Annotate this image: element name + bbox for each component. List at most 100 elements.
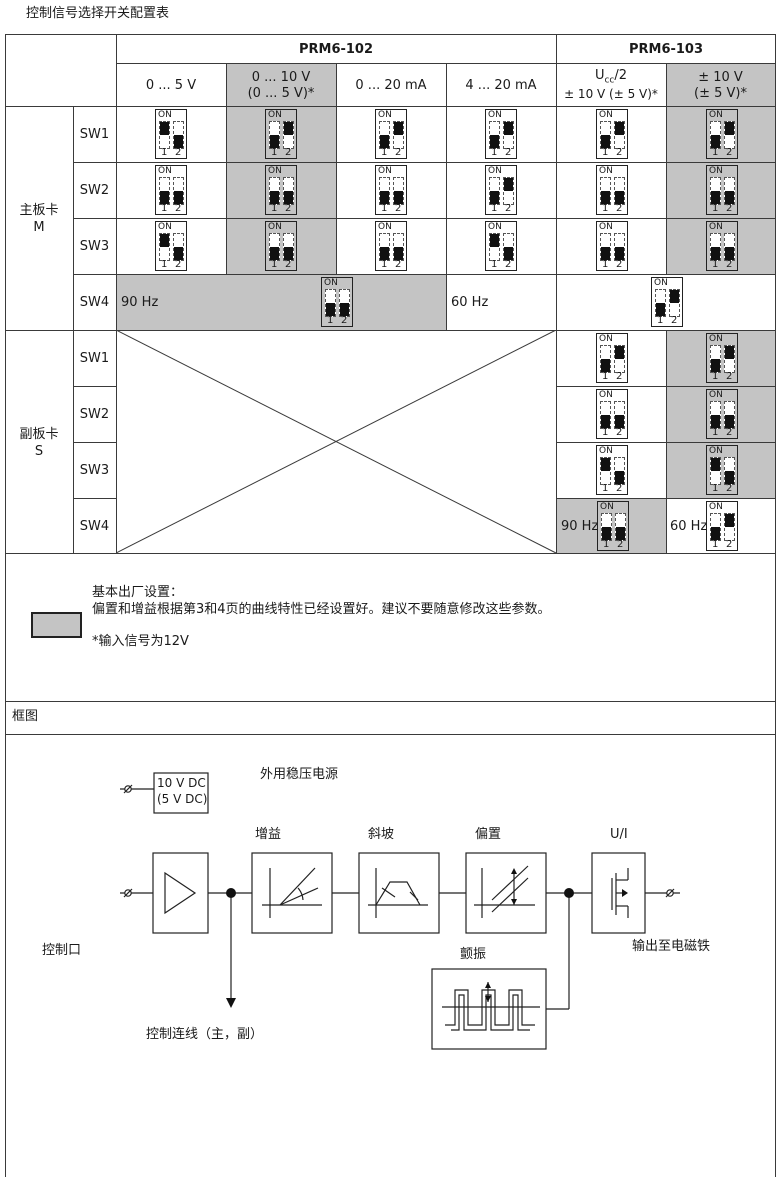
freq-label-sub-60: 60 Hz — [670, 519, 708, 534]
dip-on-label: ON — [709, 390, 723, 400]
grid-line — [73, 498, 116, 499]
dip-slider-1 — [710, 513, 721, 541]
freq-label-sub-90: 90 Hz — [561, 519, 599, 534]
dip-slider-2 — [614, 401, 625, 429]
dip-knob — [394, 247, 403, 260]
grid-line — [5, 734, 776, 735]
dip-slider-1 — [269, 233, 280, 261]
dip-slider-2 — [173, 177, 184, 205]
dip-knob — [711, 359, 720, 372]
grid-line — [775, 34, 776, 1177]
grid-line — [5, 34, 776, 35]
dip-slider-1 — [600, 233, 611, 261]
ramp-block — [358, 852, 440, 934]
dip-number-1: 1 — [602, 147, 609, 158]
dip-number-2: 2 — [395, 147, 402, 158]
ramp-label: 斜坡 — [368, 827, 395, 842]
dip-on-label: ON — [599, 166, 613, 176]
dip-on-label: ON — [709, 110, 723, 120]
dip-on-label: ON — [599, 110, 613, 120]
dip-knob — [615, 415, 624, 428]
shade-col6-header — [666, 63, 775, 106]
dip-number-1: 1 — [491, 147, 498, 158]
dip-number-1: 1 — [602, 203, 609, 214]
junction-dot — [564, 888, 574, 898]
dip-knob — [284, 122, 293, 135]
dip-number-2: 2 — [505, 259, 512, 270]
dip-number-1: 1 — [381, 259, 388, 270]
dip-knob — [160, 191, 169, 204]
gain-label: 增益 — [255, 827, 282, 842]
dip-on-label: ON — [709, 166, 723, 176]
table-title: 控制信号选择开关配置表 — [26, 6, 170, 21]
dip-slider-2 — [614, 345, 625, 373]
dip-number-1: 1 — [712, 539, 719, 550]
dip-slider-2 — [283, 233, 294, 261]
dip-knob — [670, 290, 679, 303]
dip-slider-1 — [159, 121, 170, 149]
dip-knob — [601, 191, 610, 204]
dip-slider-1 — [710, 345, 721, 373]
grid-line — [5, 330, 776, 331]
dip-slider-2 — [393, 121, 404, 149]
grid-line — [5, 106, 776, 107]
legend-note: *输入信号为12V — [92, 634, 189, 649]
dip-knob — [711, 458, 720, 471]
col-header-0-10v-l2: (0 ... 5 V)* — [247, 86, 315, 101]
dip-knob — [174, 247, 183, 260]
gain-icon — [279, 867, 316, 906]
dip-slider-2 — [724, 121, 735, 149]
dip-knob — [174, 191, 183, 204]
dip-number-1: 1 — [712, 259, 719, 270]
dip-slider-2 — [669, 289, 680, 317]
dip-knob — [394, 122, 403, 135]
dip-number-2: 2 — [671, 315, 678, 326]
dip-knob — [270, 135, 279, 148]
dip-slider-1 — [710, 457, 721, 485]
dither-label: 颤振 — [460, 947, 487, 962]
dip-number-1: 1 — [271, 203, 278, 214]
dip-knob — [725, 247, 734, 260]
dip-on-label: ON — [268, 166, 282, 176]
dip-slider-1 — [379, 177, 390, 205]
dip-number-1: 1 — [712, 427, 719, 438]
grid-line — [336, 63, 337, 274]
dip-number-1: 1 — [657, 315, 664, 326]
dip-slider-2 — [614, 177, 625, 205]
dip-knob — [602, 527, 611, 540]
dip-number-2: 2 — [726, 371, 733, 382]
dip-number-1: 1 — [271, 147, 278, 158]
dip-knob — [380, 247, 389, 260]
dip-slider-1 — [269, 121, 280, 149]
dip-slider-1 — [325, 289, 336, 317]
dip-number-1: 1 — [491, 203, 498, 214]
dip-slider-2 — [724, 513, 735, 541]
ucc-sub: cc — [604, 75, 615, 86]
dip-number-2: 2 — [175, 147, 182, 158]
dip-number-2: 2 — [726, 147, 733, 158]
offset-icon — [491, 865, 529, 901]
row-label-s-sw4: SW4 — [79, 519, 110, 534]
dip-number-1: 1 — [602, 427, 609, 438]
dip-knob — [711, 191, 720, 204]
dip-slider-2 — [724, 345, 735, 373]
dip-knob — [504, 122, 513, 135]
dip-number-1: 1 — [602, 259, 609, 270]
amplifier-icon — [164, 871, 197, 915]
dip-on-label: ON — [600, 502, 614, 512]
dip-number-2: 2 — [616, 483, 623, 494]
